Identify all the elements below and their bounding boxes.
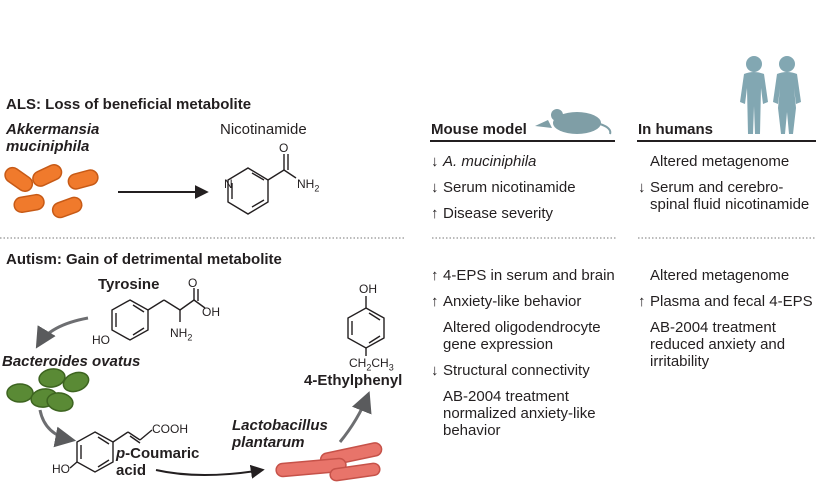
akkermansia-cells-icon [4, 164, 99, 219]
finding-item: Altered metagenome [638, 153, 818, 170]
mouse-icon [535, 109, 612, 135]
finding-text: Structural connectivity [443, 362, 590, 379]
finding-item: AB-2004 treatment normalized anxiety-lik… [431, 388, 617, 439]
finding-text: 4-EPS in serum and brain [443, 267, 615, 284]
finding-text: Altered metagenome [650, 267, 790, 284]
als-human-list: Altered metagenome↓Serum and cerebro- sp… [638, 153, 818, 222]
up-arrow-icon: ↑ [431, 293, 439, 310]
finding-text: A. muciniphila [443, 153, 537, 170]
akkermansia-label: Akkermansia muciniphila [6, 121, 100, 155]
autism-mouse-list: ↑4-EPS in serum and brain↑Anxiety-like b… [431, 267, 617, 448]
spacer [638, 153, 650, 170]
finding-item: ↓Serum and cerebro- spinal fluid nicotin… [638, 179, 818, 213]
nicotinamide-structure-icon [227, 154, 297, 215]
ethylphenyl-ch2ch3: CH2CH3 [349, 356, 394, 373]
coumaric-ho: HO [52, 462, 70, 476]
bacteroides-label: Bacteroides ovatus [2, 353, 141, 370]
ethylphenyl-structure-icon [347, 296, 385, 356]
tyrosine-ho: HO [92, 333, 110, 347]
finding-text: Serum and cerebro- spinal fluid nicotina… [650, 179, 810, 213]
finding-item: ↓Structural connectivity [431, 362, 617, 379]
in-humans-header: In humans [638, 121, 714, 138]
finding-item: ↑4-EPS in serum and brain [431, 267, 617, 284]
autism-section-title: Autism: Gain of detrimental metabolite [6, 251, 282, 268]
nicotinamide-o: O [279, 141, 289, 155]
tyrosine-oh: OH [202, 305, 220, 319]
humans-icon [740, 56, 801, 134]
spacer [431, 319, 443, 353]
finding-text: AB-2004 treatment reduced anxiety and ir… [650, 319, 786, 370]
finding-text: Altered oligodendrocyte gene expression [443, 319, 601, 353]
finding-item: AB-2004 treatment reduced anxiety and ir… [638, 319, 818, 370]
up-arrow-icon: ↑ [431, 205, 439, 222]
finding-item: ↑Anxiety-like behavior [431, 293, 617, 310]
up-arrow-icon: ↑ [638, 293, 646, 310]
als-section-title: ALS: Loss of beneficial metabolite [6, 96, 252, 113]
ethylphenyl-label: 4-Ethylphenyl [304, 372, 403, 389]
als-mouse-list: ↓A. muciniphila↓Serum nicotinamide↑Disea… [431, 153, 617, 231]
p-coumaric-structure-icon [69, 429, 153, 473]
nicotinamide-nh2: NH2 [297, 177, 320, 194]
finding-text: Altered metagenome [650, 153, 790, 170]
down-arrow-icon: ↓ [431, 153, 439, 170]
finding-item: ↓A. muciniphila [431, 153, 617, 170]
finding-text: Anxiety-like behavior [443, 293, 582, 310]
ethylphenyl-oh: OH [359, 282, 377, 296]
lactobacillus-label: Lactobacillus plantarum [232, 417, 328, 451]
finding-item: ↑Disease severity [431, 205, 617, 222]
nicotinamide-label: Nicotinamide [220, 121, 307, 138]
finding-text: Serum nicotinamide [443, 179, 576, 196]
tyrosine-o: O [188, 276, 198, 290]
down-arrow-icon: ↓ [431, 179, 439, 196]
tyrosine-label: Tyrosine [98, 276, 160, 293]
up-arrow-icon: ↑ [431, 267, 439, 284]
finding-item: ↓Serum nicotinamide [431, 179, 617, 196]
finding-item: Altered metagenome [638, 267, 818, 284]
bacteroides-cells-icon [6, 368, 90, 412]
finding-text: Plasma and fecal 4-EPS [650, 293, 813, 310]
coumaric-cooh: COOH [152, 422, 188, 436]
spacer [431, 388, 443, 439]
nicotinamide-n: N [224, 177, 233, 191]
lactobacillus-cells-icon [275, 442, 383, 482]
spacer [638, 267, 650, 284]
down-arrow-icon: ↓ [431, 362, 439, 379]
finding-text: AB-2004 treatment normalized anxiety-lik… [443, 388, 596, 439]
finding-text: Disease severity [443, 205, 554, 222]
mouse-model-header: Mouse model [431, 121, 527, 138]
tyrosine-structure-icon [111, 288, 206, 341]
finding-item: Altered oligodendrocyte gene expression [431, 319, 617, 353]
autism-human-list: Altered metagenome↑Plasma and fecal 4-EP… [638, 267, 818, 379]
spacer [638, 319, 650, 370]
tyrosine-nh2: NH2 [170, 326, 193, 343]
finding-item: ↑Plasma and fecal 4-EPS [638, 293, 818, 310]
down-arrow-icon: ↓ [638, 179, 646, 196]
p-coumaric-label: p-Coumaric acid [116, 445, 200, 479]
